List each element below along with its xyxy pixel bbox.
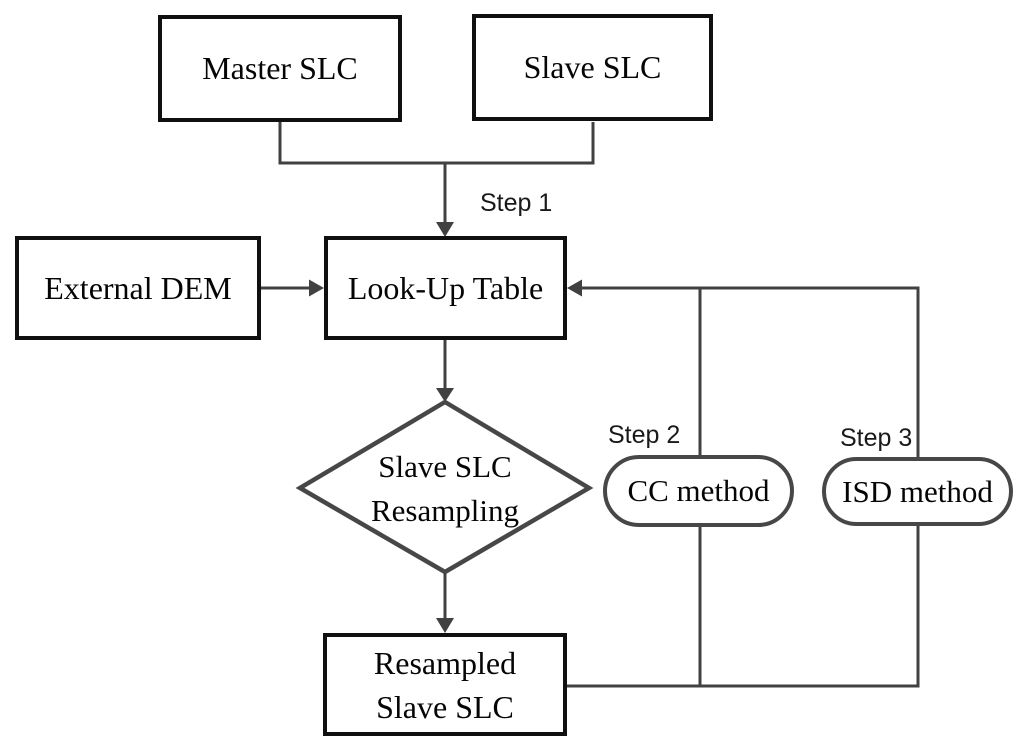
node-external-dem: External DEM [15,236,261,340]
node-master-slc: Master SLC [158,15,402,122]
node-cc-method-label: CC method [627,473,770,508]
node-resampled-slave-slc-line1: Resampled [373,644,517,681]
arrowhead-into-resampled [436,618,454,633]
label-step-3: Step 3 [840,424,913,452]
node-resampled-slave-slc: Resampled Slave SLC [323,633,567,736]
node-resampling-decision-line2: Resampling [370,493,520,528]
resampling-diamond [295,399,594,575]
node-lookup-table-label: Look-Up Table [347,269,544,306]
node-master-slc-label: Master SLC [202,50,358,86]
label-step-1: Step 1 [480,189,553,217]
arrowhead-into-lookup-right [567,279,582,297]
node-isd-method-label: ISD method [842,473,993,509]
node-isd-method: ISD method [822,457,1013,526]
node-slave-slc: Slave SLC [472,14,713,121]
node-external-dem-label: External DEM [44,269,232,306]
arrowhead-into-diamond [436,388,454,402]
label-step-2: Step 2 [608,421,681,449]
merge-connector [278,122,595,165]
node-resampling-decision-label: Slave SLC Resampling [295,445,595,533]
node-cc-method: CC method [603,455,794,527]
node-slave-slc-label: Slave SLC [523,49,662,85]
node-resampled-slave-slc-line2: Slave SLC [376,688,514,725]
arrowhead-into-lookup-left [309,279,324,297]
node-lookup-table: Look-Up Table [324,236,567,340]
node-resampling-decision-line1: Slave SLC [378,449,512,484]
arrowhead-into-lookup-top [436,222,454,237]
